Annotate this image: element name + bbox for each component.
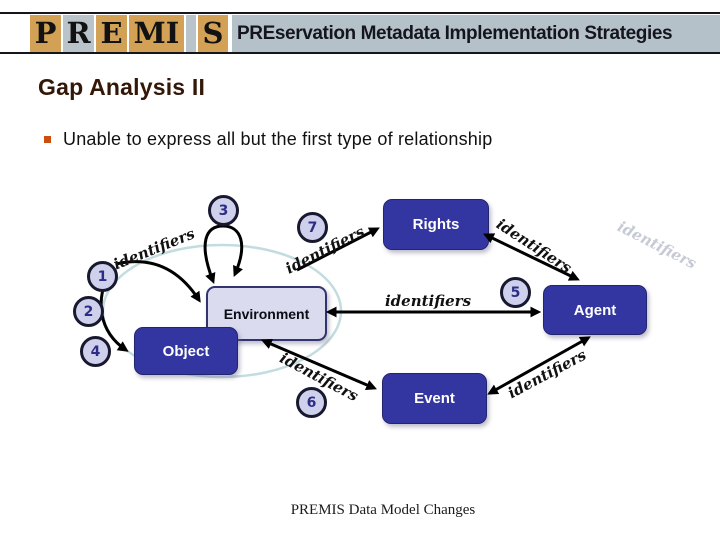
edge-label-identifiers-faded: identifiers: [614, 217, 700, 273]
slide-caption: PREMIS Data Model Changes: [290, 502, 476, 518]
marker-6: 6: [296, 387, 327, 418]
marker-3: 3: [208, 195, 239, 226]
edge-label-identifiers-rights-agent: identifiers: [493, 215, 575, 277]
marker-7: 7: [297, 212, 328, 243]
page-title: Gap Analysis II: [38, 74, 206, 100]
marker-1: 1: [87, 261, 118, 292]
logo-letter-p: P: [30, 15, 61, 52]
entity-agent: Agent: [543, 285, 647, 335]
header-tagline: PREservation Metadata Implementation Str…: [237, 22, 673, 44]
entity-object: Object: [134, 327, 238, 375]
entity-event: Event: [382, 373, 487, 424]
marker-5: 5: [500, 277, 531, 308]
header-bottom-rule: [0, 52, 720, 54]
header-top-rule: [0, 12, 720, 14]
entity-rights: Rights: [383, 199, 489, 250]
edge-label-identifiers-agent: identifiers: [384, 292, 472, 310]
bullet-item: Unable to express all but the first type…: [44, 129, 492, 150]
edge-label-identifiers-event-agent: identifiers: [504, 345, 590, 403]
header-band: PREservation Metadata Implementation Str…: [232, 15, 720, 52]
marker-4: 4: [80, 336, 111, 367]
arrow-environment-self-loop: [203, 224, 244, 285]
edge-label-identifiers-object: identifiers: [110, 224, 198, 274]
logo-letter-mi: MI: [129, 15, 184, 52]
marker-2: 2: [73, 296, 104, 327]
logo-letter-s: S: [198, 15, 228, 52]
logo-letter-e: E: [96, 15, 127, 52]
bullet-square-icon: [44, 136, 51, 143]
bullet-text: Unable to express all but the first type…: [63, 129, 493, 149]
logo-letter-r: R: [63, 15, 94, 52]
logo-spacer-block: [186, 15, 196, 52]
